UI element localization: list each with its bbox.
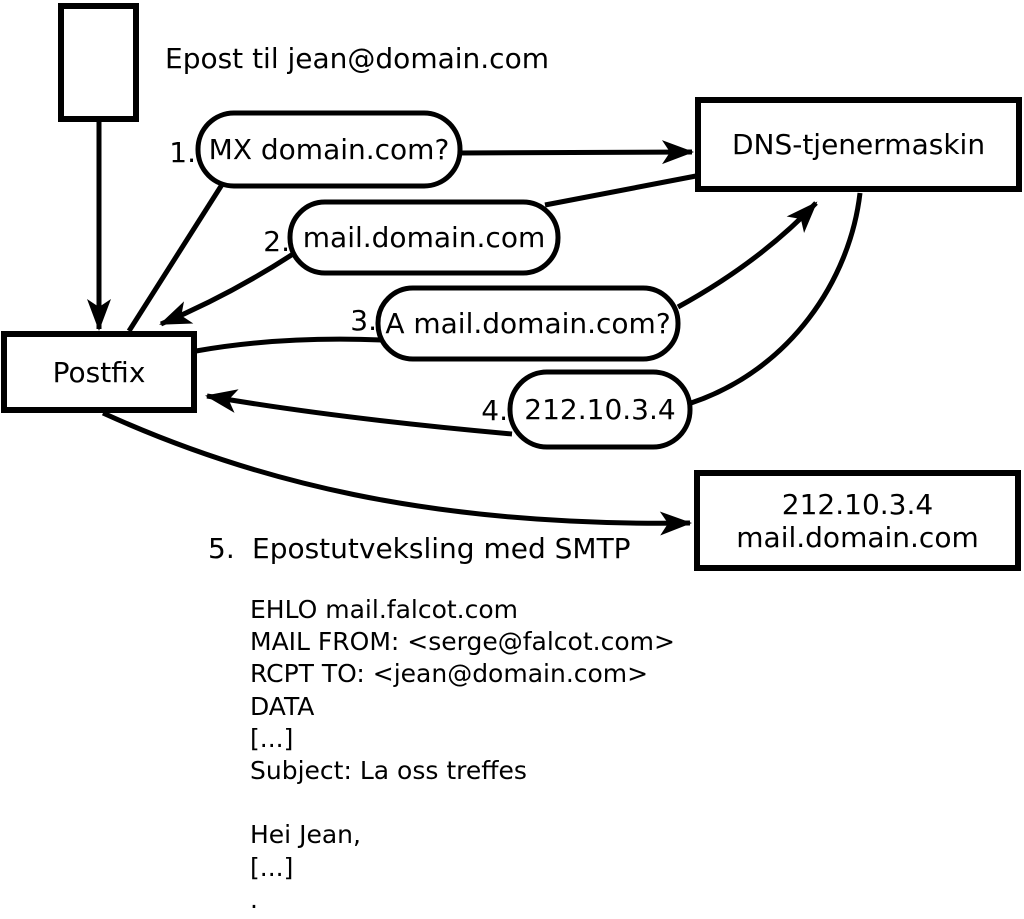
step-number-2: 2. xyxy=(263,225,290,258)
postfix-node-box xyxy=(1,331,197,413)
arrow-a-query-to-dns xyxy=(676,201,818,310)
step-number-5: 5. xyxy=(208,532,235,565)
bubble-mx-query-label: MX domain.com? xyxy=(208,133,450,166)
bubble-a-query xyxy=(375,285,681,362)
arrow-mx-answer-to-postfix xyxy=(159,251,295,327)
line-postfix-to-a-query xyxy=(195,336,383,354)
step-5-caption: 5. Epostutveksling med SMTP xyxy=(208,532,631,565)
line-dns-to-mx-answer xyxy=(544,173,697,208)
step-number-3: 3. xyxy=(350,304,377,337)
dns-server-node-box xyxy=(695,97,1022,192)
mail-server-hostname: mail.domain.com xyxy=(736,520,979,554)
step-number-1: 1. xyxy=(169,136,196,169)
bubble-a-answer xyxy=(507,369,693,450)
bubble-a-query-label: A mail.domain.com? xyxy=(385,307,671,340)
client-node-box xyxy=(58,3,139,122)
arrow-postfix-to-mailserver xyxy=(101,410,692,536)
arrow-mx-query-to-dns xyxy=(457,140,694,165)
step-number-4: 4. xyxy=(481,394,508,427)
bubble-mx-answer-label: mail.domain.com xyxy=(302,221,546,254)
diagram-title: Epost til jean@domain.com xyxy=(165,42,549,75)
line-dns-to-a-answer xyxy=(690,192,863,406)
mail-server-node-box xyxy=(694,470,1021,571)
dns-server-node-label: DNS-tjenermaskin xyxy=(731,128,986,161)
bubble-mx-answer xyxy=(287,199,561,276)
mail-server-node-label: 212.10.3.4 mail.domain.com xyxy=(697,473,1018,568)
postfix-node-label: Postfix xyxy=(52,355,146,389)
step-5-label: Epostutveksling med SMTP xyxy=(252,532,631,565)
bubble-mx-query xyxy=(195,110,463,189)
arrow-a-answer-to-postfix xyxy=(205,389,513,437)
line-postfix-to-mx-query xyxy=(126,181,226,333)
bubble-a-answer-label: 212.10.3.4 xyxy=(524,393,676,426)
smtp-session-text: EHLO mail.falcot.com MAIL FROM: <serge@f… xyxy=(250,595,675,914)
mail-server-ip: 212.10.3.4 xyxy=(781,487,934,521)
